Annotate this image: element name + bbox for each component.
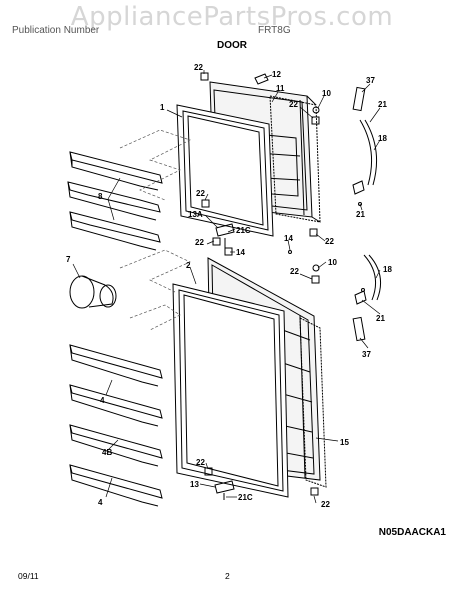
callout-19: 2: [186, 261, 191, 270]
callout-6: 37: [366, 76, 375, 85]
page-number: 2: [225, 571, 230, 581]
callout-2: 11: [276, 84, 285, 93]
door-bin-upper-2: [67, 181, 161, 221]
callout-3: 1: [160, 103, 165, 112]
callout-29: 22: [196, 458, 205, 467]
callout-25: 4: [100, 396, 105, 405]
callout-30: 13: [190, 480, 199, 489]
callout-20: 22: [290, 267, 299, 276]
callout-11: 13A: [188, 210, 203, 219]
hardware-parts: [200, 72, 367, 500]
callout-7: 21: [378, 100, 387, 109]
callout-31: 21C: [238, 493, 253, 502]
callout-17: 22: [195, 238, 204, 247]
callout-8: 18: [378, 134, 387, 143]
section-title: DOOR: [217, 40, 247, 51]
callout-16: 7: [66, 255, 71, 264]
publication-label: Publication Number: [12, 25, 100, 36]
door-bin-lower-2: [69, 384, 163, 427]
callout-27: 4: [98, 498, 103, 507]
callout-26: 4B: [102, 448, 112, 457]
callout-24: 37: [362, 350, 371, 359]
callout-22: 18: [383, 265, 392, 274]
assembly-guides: [119, 129, 191, 331]
freezer-door-gasket: [176, 104, 274, 237]
door-bin-lower-4: [69, 464, 163, 507]
door-bin-upper-1: [69, 151, 163, 191]
callout-13: 21: [356, 210, 365, 219]
freezer-door-shell: [269, 95, 321, 223]
callout-14: 14: [284, 234, 293, 243]
fresh-food-door-gasket: [172, 283, 289, 498]
fresh-food-door-shell: [299, 317, 327, 488]
dairy-container: [69, 275, 117, 309]
callout-4: 22: [289, 100, 298, 109]
callout-10: 22: [196, 189, 205, 198]
callout-9: 8: [98, 192, 103, 201]
callout-5: 10: [322, 89, 331, 98]
diagram-code: N05DAACKA1: [378, 527, 446, 538]
callout-21: 10: [328, 258, 337, 267]
callout-1: 12: [272, 70, 281, 79]
callout-labels: 22 12 11 1 22 10 37 21 18 8 22 13A 21C 2…: [66, 63, 392, 509]
leader-lines: [72, 70, 381, 504]
model-label: FRT8G: [258, 25, 291, 36]
footer-date: 09/11: [18, 571, 39, 581]
callout-15: 22: [325, 237, 334, 246]
callout-18: 14: [236, 248, 245, 257]
freezer-handle: [352, 86, 378, 186]
door-bin-lower-3: [69, 424, 163, 467]
callout-23: 21: [376, 314, 385, 323]
door-bin-upper-3: [69, 211, 161, 251]
callout-0: 22: [194, 63, 203, 72]
door-bin-lower-1: [69, 344, 163, 387]
callout-32: 22: [321, 500, 330, 509]
callout-12: 21C: [236, 226, 251, 235]
fresh-food-handle: [352, 254, 382, 342]
callout-28: 15: [340, 438, 349, 447]
watermark: AppliancePartsPros.com: [70, 2, 394, 32]
